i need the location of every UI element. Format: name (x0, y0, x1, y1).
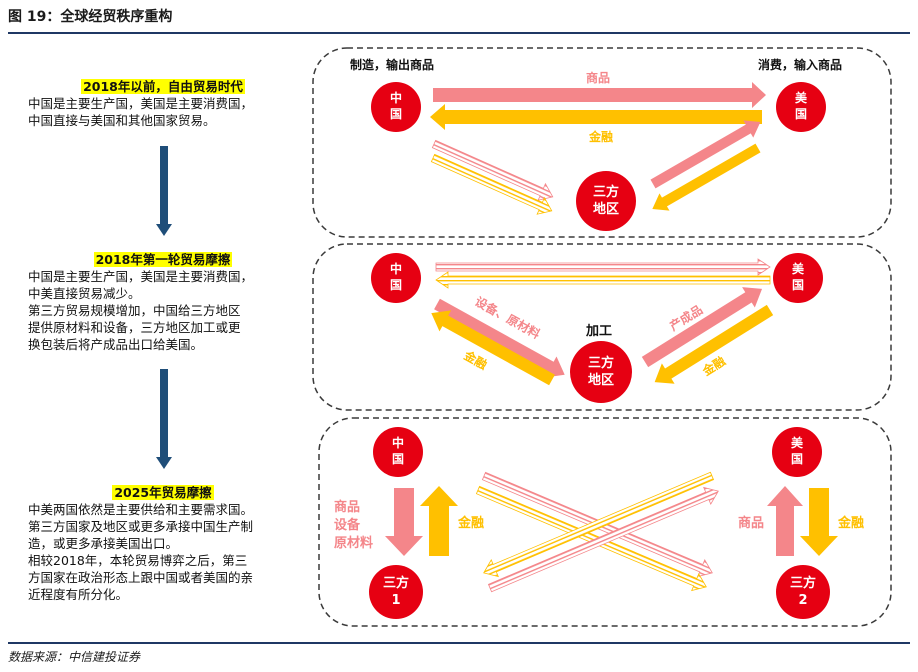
panel-first-friction (312, 243, 892, 411)
stage-free-trade: 2018年以前，自由贸易时代 中国是主要生产国，美国是主要消费国， 中国直接与美… (28, 78, 298, 129)
finance-label: 金融 (837, 515, 864, 531)
svg-text:2: 2 (798, 593, 807, 608)
third-region-node: 三方 地区 (576, 171, 636, 231)
us-caption: 消费，输入商品 (758, 57, 842, 72)
stage-description: 中国是主要生产国，美国是主要消费国， 中美直接贸易减少。 第三方贸易规模增加，中… (28, 269, 254, 352)
goods-arrow (767, 486, 803, 556)
finance-arrow (654, 304, 774, 384)
finance-arrow (652, 143, 761, 211)
china-caption: 制造，输出商品 (350, 57, 434, 72)
stage-first-trade-friction: 2018年第一轮贸易摩擦 中国是主要生产国，美国是主要消费国， 中美直接贸易减少… (28, 251, 298, 353)
china-node: 中 国 (371, 82, 421, 132)
finance-arrow (431, 310, 555, 386)
panel-free-trade (312, 47, 892, 238)
svg-text:国: 国 (791, 452, 803, 466)
svg-text:国: 国 (390, 278, 402, 292)
goods-arrow (434, 298, 565, 378)
processing-label: 加工 (585, 324, 612, 339)
svg-text:1: 1 (391, 593, 400, 608)
svg-text:地区: 地区 (593, 201, 619, 217)
finance-arrow (420, 486, 458, 556)
goods-label: 商品 (334, 499, 360, 515)
faded-goods-arrow (435, 258, 771, 276)
faded-goods-arrow (487, 486, 719, 593)
svg-text:国: 国 (392, 452, 404, 466)
svg-text:国: 国 (390, 107, 402, 121)
faded-finance-arrow (430, 153, 553, 215)
svg-text:地区: 地区 (588, 372, 614, 388)
figure-title: 图 19：全球经贸秩序重构 (8, 9, 173, 25)
svg-text:美: 美 (795, 90, 808, 105)
stage-description: 中美两国依然是主要供给和主要需求国。 第三方国家及地区或更多承接中国生产制 造，… (28, 502, 254, 602)
raw-material-label: 原材料 (334, 535, 373, 551)
faded-goods-arrow (431, 139, 554, 201)
stage-2025-trade-friction: 2025年贸易摩擦 中美两国依然是主要供给和主要需求国。 第三方国家及地区或更多… (28, 484, 298, 603)
faded-finance-arrow (475, 485, 707, 592)
finance-arrow (430, 104, 762, 130)
svg-text:中: 中 (390, 261, 402, 276)
us-node: 美 国 (776, 82, 826, 132)
svg-text:国: 国 (792, 278, 804, 292)
finance-label: 金融 (461, 347, 490, 372)
third-party-2-node: 三方 2 (776, 565, 830, 619)
third-region-node: 三方 地区 (570, 341, 632, 403)
svg-text:中: 中 (390, 90, 402, 105)
equipment-label: 设备 (334, 517, 361, 533)
goods-label: 商品 (738, 515, 764, 531)
faded-finance-arrow (483, 471, 715, 578)
svg-text:美: 美 (792, 261, 805, 276)
svg-text:三方: 三方 (588, 355, 614, 371)
stage-description: 中国是主要生产国，美国是主要消费国， 中国直接与美国和其他国家贸易。 (28, 96, 254, 128)
finance-label: 金融 (588, 129, 613, 144)
goods-arrow (385, 488, 423, 556)
faded-finance-arrow (435, 271, 771, 289)
stage-heading: 2018年第一轮贸易摩擦 (93, 252, 233, 267)
us-node: 美 国 (772, 427, 822, 477)
china-node: 中 国 (371, 253, 421, 303)
goods-arrow (641, 287, 763, 368)
stage-heading: 2018年以前，自由贸易时代 (81, 79, 245, 94)
panel-2025-friction (318, 417, 892, 627)
third-party-1-node: 三方 1 (369, 565, 423, 619)
finance-arrow (800, 488, 838, 556)
us-node: 美 国 (773, 253, 823, 303)
goods-arrow (650, 120, 761, 189)
stage-heading: 2025年贸易摩擦 (112, 485, 214, 500)
svg-text:中: 中 (392, 435, 404, 450)
goods-arrow (433, 82, 766, 108)
svg-text:国: 国 (795, 107, 807, 121)
finance-label: 金融 (457, 515, 484, 531)
bottom-divider (8, 642, 910, 644)
goods-label: 商品 (586, 70, 610, 85)
svg-text:三方: 三方 (383, 575, 409, 591)
top-divider (8, 32, 910, 34)
source-note: 数据来源：中信建投证券 (8, 650, 141, 664)
china-node: 中 国 (373, 427, 423, 477)
svg-text:美: 美 (791, 435, 804, 450)
svg-text:三方: 三方 (593, 184, 619, 200)
svg-text:三方: 三方 (790, 575, 816, 591)
